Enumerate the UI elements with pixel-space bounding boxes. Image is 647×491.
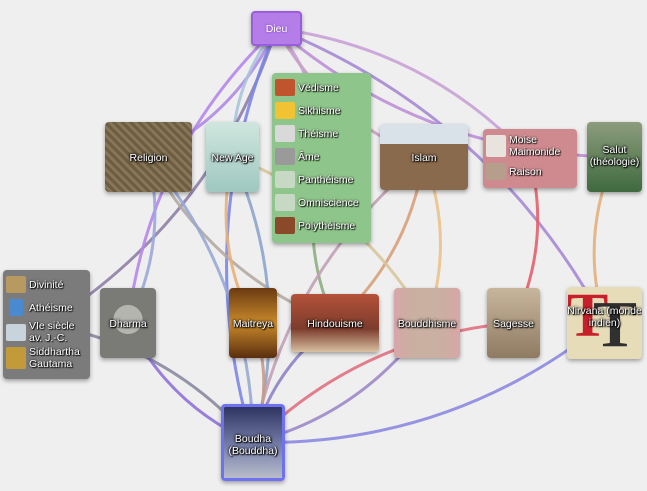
node-religion[interactable]: Religion xyxy=(105,122,192,192)
group-item-atheisme[interactable]: Athéisme xyxy=(6,296,87,319)
statue-icon xyxy=(275,125,295,142)
group-item-ame[interactable]: Âme xyxy=(275,145,368,168)
node-label: Boudha (Bouddha) xyxy=(228,433,278,457)
sculpture-image-icon xyxy=(487,288,540,358)
node-label: Maitreya xyxy=(232,318,274,330)
group-item-moise-maimonide[interactable]: Moise Maimonide xyxy=(486,132,574,160)
turtle-image-icon xyxy=(105,122,192,192)
node-dieu[interactable]: Dieu xyxy=(251,11,302,46)
statue-image-icon xyxy=(394,288,460,358)
letter-t-image-icon: T T xyxy=(567,287,642,359)
node-label: Islam xyxy=(411,152,437,164)
node-salut[interactable]: Salut (théologie) xyxy=(587,122,642,192)
node-label: Hindouisme xyxy=(307,318,363,330)
item-label: Athéisme xyxy=(29,301,73,314)
group-item-theisme[interactable]: Théisme xyxy=(275,122,368,145)
edge-nirvana-bouddha xyxy=(251,321,606,445)
buddha-statue-image-icon xyxy=(224,407,282,478)
group-item-divinite[interactable]: Divinité xyxy=(6,273,87,296)
group-item-vie-siecle[interactable]: VIe siècle av. J.-C. xyxy=(6,319,87,345)
item-label: Moise Maimonide xyxy=(509,134,561,158)
item-label: Théisme xyxy=(298,127,339,140)
wheel-image-icon xyxy=(100,288,156,358)
image-placeholder-icon xyxy=(6,323,26,341)
offering-image-icon xyxy=(291,294,379,352)
image-placeholder-icon xyxy=(275,171,295,188)
item-label: Omniscience xyxy=(298,196,359,209)
node-label: Religion xyxy=(129,152,168,164)
item-label: Védisme xyxy=(298,81,339,94)
figure-icon xyxy=(275,148,295,165)
item-label: Polythéisme xyxy=(298,219,356,232)
golden-statue-image-icon xyxy=(229,288,277,358)
mandala-image-icon xyxy=(206,122,259,192)
node-newage[interactable]: New Age xyxy=(206,122,259,192)
node-label: Nirvana (monde indien) xyxy=(567,305,642,329)
node-islam[interactable]: Islam xyxy=(380,124,468,190)
item-label: Raison xyxy=(509,165,542,178)
node-label: Dieu xyxy=(265,23,288,35)
group-green: Védisme Sikhisme Théisme Âme Panthéisme … xyxy=(272,73,371,243)
group-item-sikhisme[interactable]: Sikhisme xyxy=(275,99,368,122)
node-hindouisme[interactable]: Hindouisme xyxy=(291,294,379,352)
node-maitreya[interactable]: Maitreya xyxy=(229,288,277,358)
item-label: Divinité xyxy=(29,278,64,291)
group-pink: Moise Maimonide Raison xyxy=(483,129,577,188)
mosque-image-icon xyxy=(380,124,468,190)
fire-icon xyxy=(275,79,295,96)
node-bouddhisme[interactable]: Bouddhisme xyxy=(394,288,460,358)
painting-icon xyxy=(6,276,26,293)
group-gray: Divinité Athéisme VIe siècle av. J.-C. S… xyxy=(3,270,90,379)
group-item-omniscience[interactable]: Omniscience xyxy=(275,191,368,214)
image-placeholder-icon xyxy=(275,194,295,211)
sculpture-icon xyxy=(486,163,506,180)
node-label: Bouddhisme xyxy=(397,318,457,330)
node-bouddha[interactable]: Boudha (Bouddha) xyxy=(221,404,285,481)
item-label: Siddhartha Gautama xyxy=(29,346,80,370)
khanda-icon xyxy=(275,102,295,119)
node-label: Sagesse xyxy=(493,318,534,330)
node-label: Salut (théologie) xyxy=(589,144,640,168)
group-item-raison[interactable]: Raison xyxy=(486,160,574,183)
group-item-siddhartha-gautama[interactable]: Siddhartha Gautama xyxy=(6,345,87,371)
buddha-image-icon xyxy=(6,347,26,369)
node-nirvana[interactable]: T T Nirvana (monde indien) xyxy=(567,287,642,359)
node-label: Dharma xyxy=(109,318,147,330)
player-image-icon xyxy=(587,122,642,192)
node-sagesse[interactable]: Sagesse xyxy=(487,288,540,358)
person-icon xyxy=(9,299,23,316)
item-label: Panthéisme xyxy=(298,173,354,186)
node-dharma[interactable]: Dharma xyxy=(100,288,156,358)
group-item-vedisme[interactable]: Védisme xyxy=(275,76,368,99)
item-label: Âme xyxy=(298,150,320,163)
item-label: Sikhisme xyxy=(298,104,341,117)
temple-icon xyxy=(275,217,295,234)
portrait-icon xyxy=(486,135,506,157)
item-label: VIe siècle av. J.-C. xyxy=(29,320,75,344)
group-item-polytheisme[interactable]: Polythéisme xyxy=(275,214,368,237)
node-label: New Age xyxy=(211,152,254,164)
group-item-pantheisme[interactable]: Panthéisme xyxy=(275,168,368,191)
